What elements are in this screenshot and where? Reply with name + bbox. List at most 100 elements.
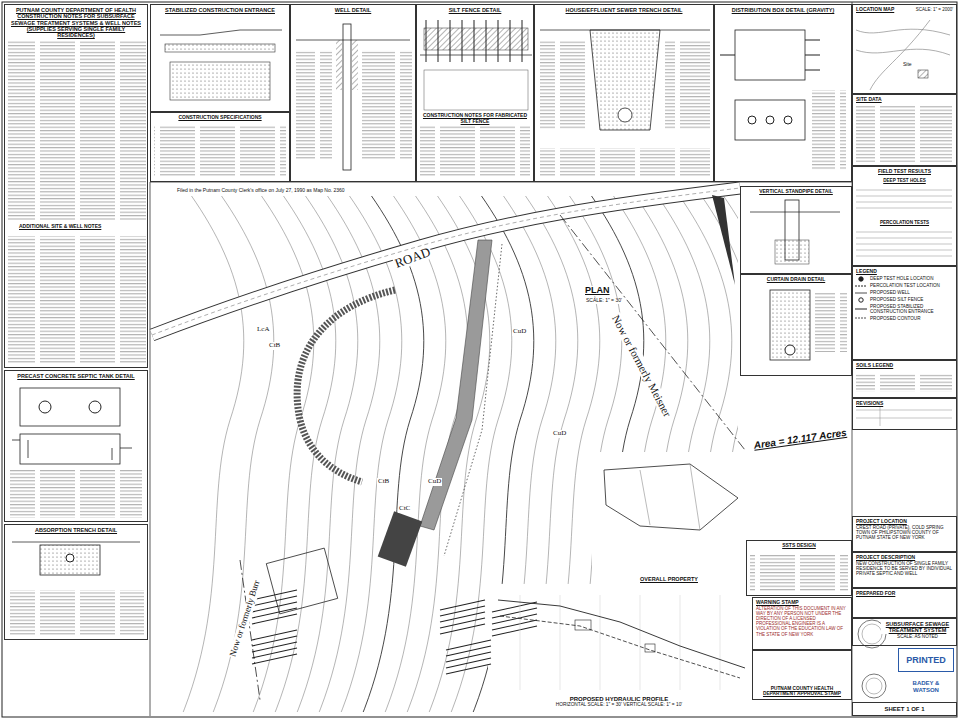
line-work — [536, 180, 600, 720]
line-work — [66, 554, 74, 562]
line-work — [540, 148, 710, 176]
line-work — [514, 180, 578, 720]
line-work — [856, 190, 952, 256]
legend-row: PERCOLATION TEST LOCATION — [855, 283, 954, 289]
panel-heading: PERCOLATION TESTS — [879, 220, 930, 225]
line-work — [862, 624, 882, 644]
panel-heading: LEGEND — [855, 269, 878, 275]
line-work — [775, 240, 809, 264]
line-work — [39, 401, 51, 413]
map-label: SCALE: 1" = 30' — [585, 298, 623, 304]
map-label: Area = 12.117 Acres — [752, 427, 848, 451]
legend-row: PROPOSED WELL — [855, 290, 954, 296]
line-work — [252, 590, 537, 674]
legend-text: DEEP TEST HOLE LOCATION — [869, 276, 934, 281]
panel-heading: CURTAIN DRAIN DETAIL — [766, 277, 826, 283]
line-work — [170, 62, 270, 100]
panel-heading: DISTRIBUTION BOX DETAIL (GRAVITY) — [731, 7, 836, 13]
line-work — [665, 40, 710, 130]
line-work — [720, 40, 820, 70]
panel-heading: PUTNAM COUNTY HEALTH DEPARTMENT APPROVAL… — [755, 686, 849, 697]
line-work — [646, 180, 710, 720]
panel-text: SCALE: AS NOTED — [896, 634, 939, 639]
firm-name: BADEY & WATSON — [898, 674, 954, 700]
panel-text: ALTERATION OF THIS DOCUMENT IN ANY WAY B… — [755, 606, 849, 637]
detail-panel: PROJECT DESCRIPTIONNEW CONSTRUCTION OF S… — [852, 552, 957, 588]
line-work — [712, 180, 776, 720]
line-work — [266, 548, 337, 614]
line-work — [766, 116, 774, 124]
map-label: ADDITIONAL SITE & WELL NOTES — [18, 224, 102, 230]
panel-heading: BADEY & WATSON — [900, 680, 952, 694]
line-work — [618, 108, 632, 122]
map-label: CtB — [268, 342, 281, 350]
detail-panel: FIELD TEST RESULTSDEEP TEST HOLESPERCOLA… — [852, 166, 957, 266]
detail-panel: SUBSURFACE SEWAGE TREATMENT SYSTEMSCALE:… — [852, 618, 957, 646]
detail-panel: SILT FENCE DETAILCONSTRUCTION NOTES FOR … — [416, 4, 534, 182]
map-label: CuD — [512, 328, 527, 336]
detail-panel: PUTNAM COUNTY DEPARTMENT OF HEALTH CONST… — [4, 4, 148, 368]
panel-heading: SOILS LEGEND — [855, 363, 894, 369]
legend-text: PERCOLATION TEST LOCATION — [869, 283, 941, 288]
legend-text: PROPOSED CONTOUR — [869, 316, 921, 321]
detail-panel: HOUSE/EFFLUENT SEWER TRENCH DETAIL — [534, 4, 714, 182]
line-work — [604, 464, 738, 530]
detail-panel: PROPOSED HYDRAULIC PROFILEHORIZONTAL SCA… — [490, 586, 748, 710]
line-work — [336, 40, 342, 90]
detail-panel: PRECAST CONCRETE SEPTIC TANK DETAIL — [4, 370, 148, 522]
legend-symbol — [855, 309, 867, 310]
line-work — [426, 20, 522, 62]
line-work — [362, 50, 412, 160]
legend-sample — [855, 297, 867, 303]
line-work — [420, 240, 492, 530]
line-work — [152, 188, 740, 335]
legend-sample — [855, 276, 867, 282]
detail-panel: LOCATION MAPSCALE: 1" = 2000' — [852, 4, 957, 94]
panel-text: CREST ROAD (PRIVATE), COLD SPRING TOWN O… — [855, 525, 954, 541]
line-work — [866, 678, 882, 694]
detail-panel: WELL DETAIL — [290, 4, 416, 182]
legend-sample — [855, 315, 867, 321]
panel-heading: PUTNAM COUNTY DEPARTMENT OF HEALTH CONST… — [7, 7, 145, 39]
line-work — [440, 600, 485, 634]
line-work — [12, 440, 132, 460]
line-work — [297, 290, 395, 482]
line-work — [12, 542, 140, 543]
legend-text: PROPOSED STABILIZED CONSTRUCTION ENTRANC… — [869, 304, 954, 315]
line-work — [492, 602, 537, 636]
panel-heading: HOUSE/EFFLUENT SEWER TRENCH DETAIL — [565, 7, 684, 13]
detail-panel: ABSORPTION TRENCH DETAIL — [4, 524, 148, 640]
detail-panel: CONSTRUCTION SPECIFICATIONS — [150, 112, 290, 182]
map-label: Site — [902, 62, 913, 68]
panel-heading: ABSORPTION TRENCH DETAIL — [34, 527, 118, 533]
line-work — [785, 345, 795, 355]
map-label: PLAN — [584, 286, 611, 296]
line-work — [918, 70, 928, 78]
panel-heading: PREPARED FOR — [855, 591, 896, 597]
line-work — [40, 545, 100, 575]
line-work — [750, 212, 840, 213]
panel-heading: REVISIONS — [855, 401, 884, 407]
line-work — [343, 24, 351, 170]
detail-panel: SSTS DESIGN — [746, 540, 852, 596]
line-work — [735, 100, 805, 140]
detail-panel: WARNING STAMPALTERATION OF THIS DOCUMENT… — [752, 597, 852, 650]
panel-heading: LOCATION MAP — [855, 7, 895, 13]
printed-stamp: PRINTED — [898, 648, 954, 672]
line-work — [500, 616, 740, 678]
line-work — [378, 511, 423, 566]
line-work — [856, 20, 950, 90]
panel-heading: PRECAST CONCRETE SEPTIC TANK DETAIL — [16, 373, 135, 379]
line-work — [444, 244, 502, 556]
line-work — [252, 630, 297, 664]
line-work — [250, 180, 314, 720]
line-work — [862, 674, 886, 698]
line-work — [575, 620, 591, 630]
panel-heading: DEEP TEST HOLES — [882, 178, 927, 183]
line-work — [446, 640, 491, 674]
line-work — [8, 236, 146, 364]
panel-heading: WELL DETAIL — [334, 7, 372, 13]
line-work — [20, 388, 120, 426]
